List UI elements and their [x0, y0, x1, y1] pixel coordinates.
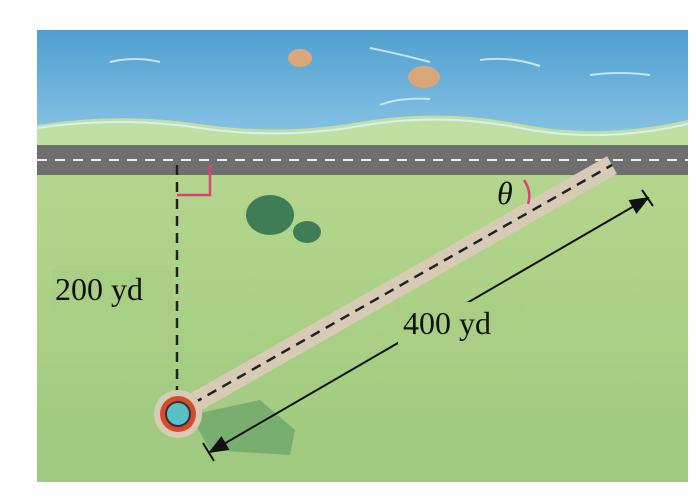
- bush: [293, 221, 321, 243]
- shoreline: [37, 115, 688, 145]
- start-point-marker: [154, 390, 202, 438]
- right-angle-marker: [177, 165, 212, 197]
- angle-label: θ: [497, 175, 513, 211]
- rock: [288, 49, 312, 67]
- field: [37, 175, 688, 482]
- bush: [246, 195, 294, 235]
- path-distance-label: 400 yd: [403, 305, 491, 341]
- rock: [408, 66, 440, 88]
- vertical-distance-label: 200 yd: [55, 271, 143, 307]
